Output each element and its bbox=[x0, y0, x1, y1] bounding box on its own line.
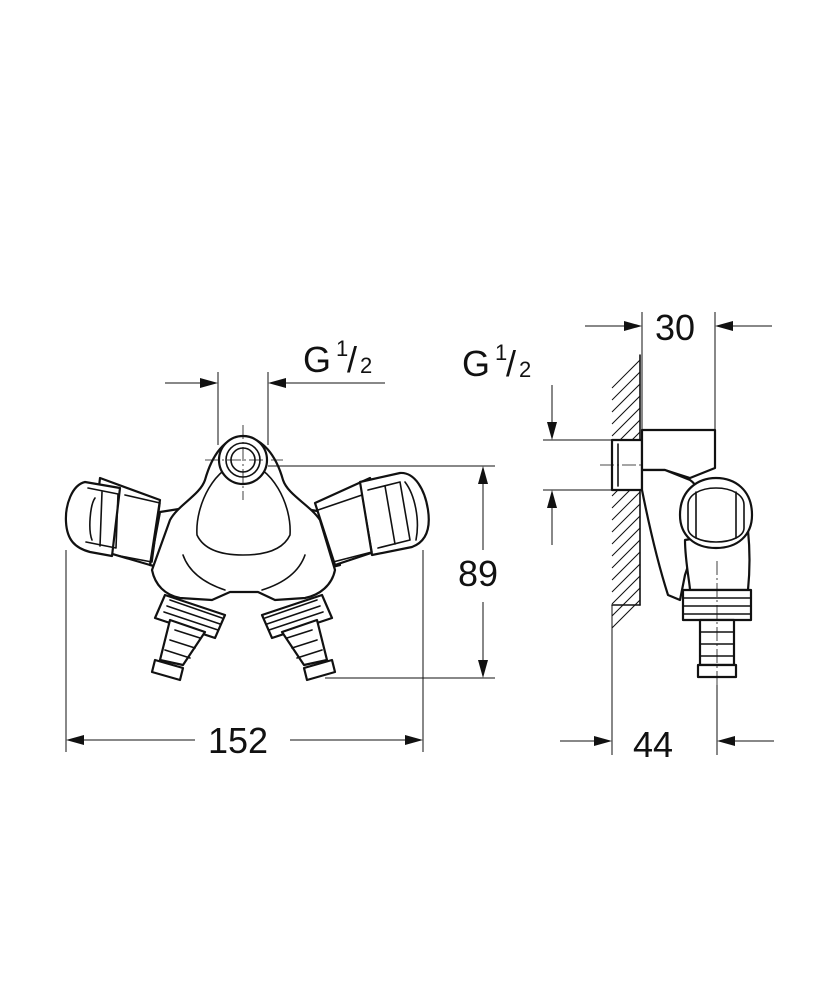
left-valve-arm bbox=[64, 476, 207, 572]
wall-hatch-line bbox=[611, 407, 641, 437]
right-hose-nozzle bbox=[260, 593, 337, 682]
wall bbox=[611, 354, 641, 629]
svg-text:/: / bbox=[347, 339, 357, 380]
width-dimension: 152 bbox=[65, 550, 424, 761]
wall-hatch-line bbox=[611, 599, 641, 629]
front-thread-fraction-num: 1 bbox=[336, 336, 348, 361]
height-dimension: 89 bbox=[268, 465, 498, 679]
depth-top-dimension: 30 bbox=[585, 307, 772, 430]
side-thread-fraction-den: 2 bbox=[519, 357, 531, 382]
depth-bottom-dimension: 44 bbox=[560, 605, 774, 765]
threaded-stub bbox=[600, 438, 660, 492]
side-thread-fraction-num: 1 bbox=[495, 340, 507, 365]
wall-hatch-line bbox=[611, 371, 641, 401]
wall-hatch-line bbox=[611, 395, 641, 425]
wall-hatch-line bbox=[611, 551, 641, 581]
depth-bottom-dim-label: 44 bbox=[633, 724, 673, 765]
wall-hatch-line bbox=[611, 563, 641, 593]
wall-hatch-line bbox=[611, 359, 641, 389]
side-view: G 1 / 2 bbox=[462, 307, 774, 765]
side-thread-dimension: G 1 / 2 bbox=[462, 340, 612, 545]
front-thread-fraction-den: 2 bbox=[360, 353, 372, 378]
width-dim-label: 152 bbox=[208, 720, 268, 761]
wall-hatch-line bbox=[611, 527, 641, 557]
wall-hatch-line bbox=[611, 503, 641, 533]
wall-hatch-line bbox=[611, 491, 641, 521]
depth-top-dim-label: 30 bbox=[655, 307, 695, 348]
central-body bbox=[150, 425, 337, 602]
side-hose-nozzle bbox=[681, 560, 753, 685]
side-body bbox=[640, 428, 754, 602]
wall-hatch-line bbox=[611, 539, 641, 569]
wall-hatch-line bbox=[611, 587, 641, 617]
left-hose-nozzle bbox=[150, 593, 227, 682]
front-thread-dimension: G 1 / 2 bbox=[165, 336, 385, 445]
side-thread-label: G bbox=[462, 343, 490, 384]
front-view: G 1 / 2 bbox=[64, 336, 498, 761]
wall-hatch-line bbox=[611, 515, 641, 545]
wall-hatch-line bbox=[611, 575, 641, 605]
svg-text:/: / bbox=[506, 343, 516, 384]
height-dim-label: 89 bbox=[458, 553, 498, 594]
front-thread-label: G bbox=[303, 339, 331, 380]
wall-hatch-line bbox=[611, 383, 641, 413]
